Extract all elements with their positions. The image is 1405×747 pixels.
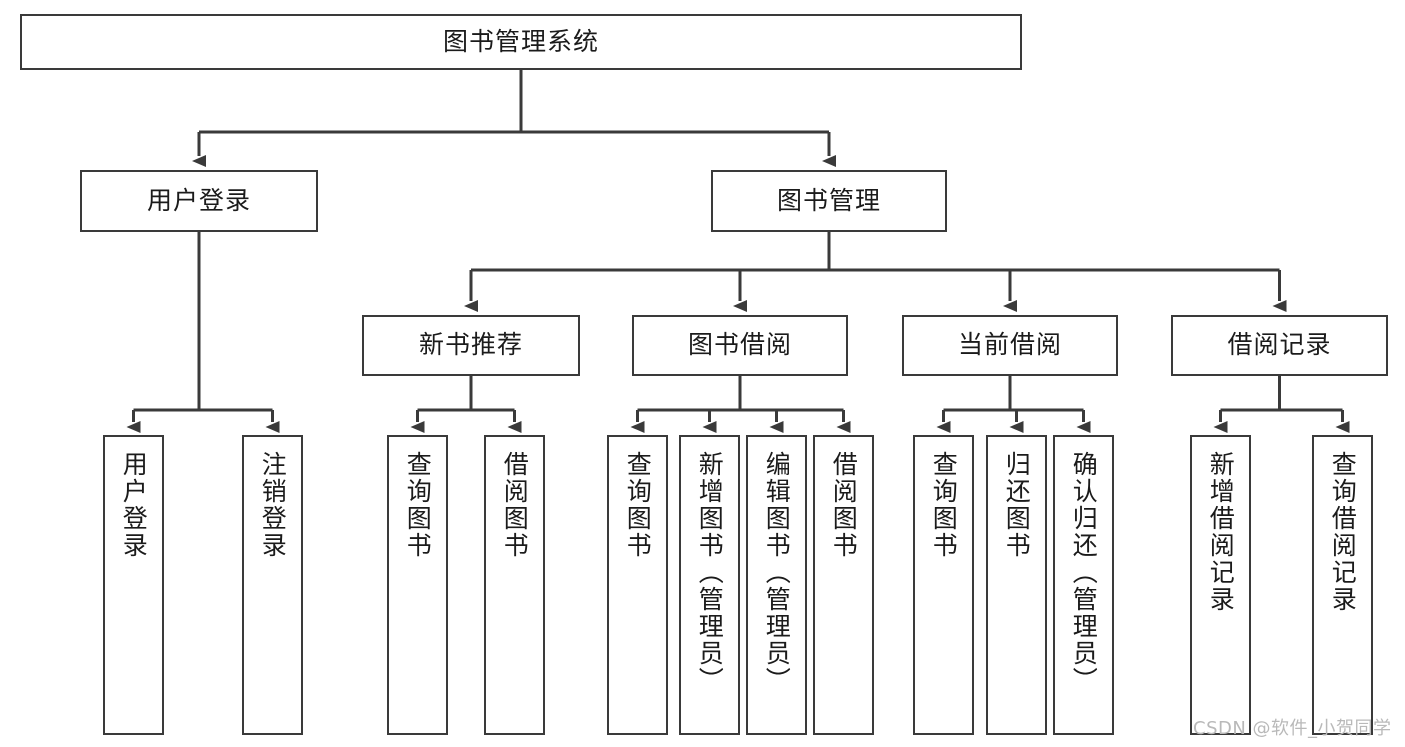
leaf-query-book-2[interactable]: 查询图书 [607, 435, 668, 735]
node-new-book-recommend[interactable]: 新书推荐 [362, 315, 580, 376]
leaf-user-login-label: 用户登录 [119, 451, 149, 559]
node-root-label: 图书管理系统 [442, 26, 599, 56]
leaf-query-book-1-label: 查询图书 [403, 451, 433, 559]
leaf-add-record-label: 新增借阅记录 [1206, 451, 1236, 613]
leaf-borrow-book-2[interactable]: 借阅图书 [813, 435, 874, 735]
node-user-login-label: 用户登录 [146, 185, 251, 215]
leaf-return-book-label: 归还图书 [1002, 451, 1032, 559]
leaf-add-book-label: 新增图书（管理员） [695, 451, 725, 694]
csdn-watermark: CSDN @软件_小贺同学 [1193, 718, 1392, 739]
node-current-borrow-label: 当前借阅 [957, 330, 1062, 360]
leaf-add-book[interactable]: 新增图书（管理员） [679, 435, 740, 735]
leaf-user-login[interactable]: 用户登录 [103, 435, 164, 735]
leaf-borrow-book-2-label: 借阅图书 [829, 451, 859, 559]
node-current-borrow[interactable]: 当前借阅 [902, 315, 1118, 376]
leaf-query-book-3-label: 查询图书 [929, 451, 959, 559]
leaf-add-record[interactable]: 新增借阅记录 [1190, 435, 1251, 735]
leaf-query-record-label: 查询借阅记录 [1328, 451, 1358, 613]
node-new-book-recommend-label: 新书推荐 [418, 330, 523, 360]
leaf-borrow-book-1-label: 借阅图书 [500, 451, 530, 559]
node-user-login[interactable]: 用户登录 [80, 170, 318, 232]
node-borrow-record-label: 借阅记录 [1227, 330, 1332, 360]
leaf-logout[interactable]: 注销登录 [242, 435, 303, 735]
leaf-query-book-2-label: 查询图书 [623, 451, 653, 559]
node-book-manage-label: 图书管理 [776, 185, 881, 215]
node-book-manage[interactable]: 图书管理 [711, 170, 947, 232]
leaf-logout-label: 注销登录 [258, 451, 288, 559]
leaf-edit-book-label: 编辑图书（管理员） [762, 451, 792, 694]
leaf-query-book-3[interactable]: 查询图书 [913, 435, 974, 735]
node-book-borrow-label: 图书借阅 [687, 330, 792, 360]
leaf-borrow-book-1[interactable]: 借阅图书 [484, 435, 545, 735]
leaf-query-book-1[interactable]: 查询图书 [387, 435, 448, 735]
node-book-borrow[interactable]: 图书借阅 [632, 315, 848, 376]
leaf-confirm-return-label: 确认归还（管理员） [1069, 451, 1099, 694]
leaf-edit-book[interactable]: 编辑图书（管理员） [746, 435, 807, 735]
node-borrow-record[interactable]: 借阅记录 [1171, 315, 1388, 376]
leaf-return-book[interactable]: 归还图书 [986, 435, 1047, 735]
leaf-confirm-return[interactable]: 确认归还（管理员） [1053, 435, 1114, 735]
node-root[interactable]: 图书管理系统 [20, 14, 1022, 70]
leaf-query-record[interactable]: 查询借阅记录 [1312, 435, 1373, 735]
